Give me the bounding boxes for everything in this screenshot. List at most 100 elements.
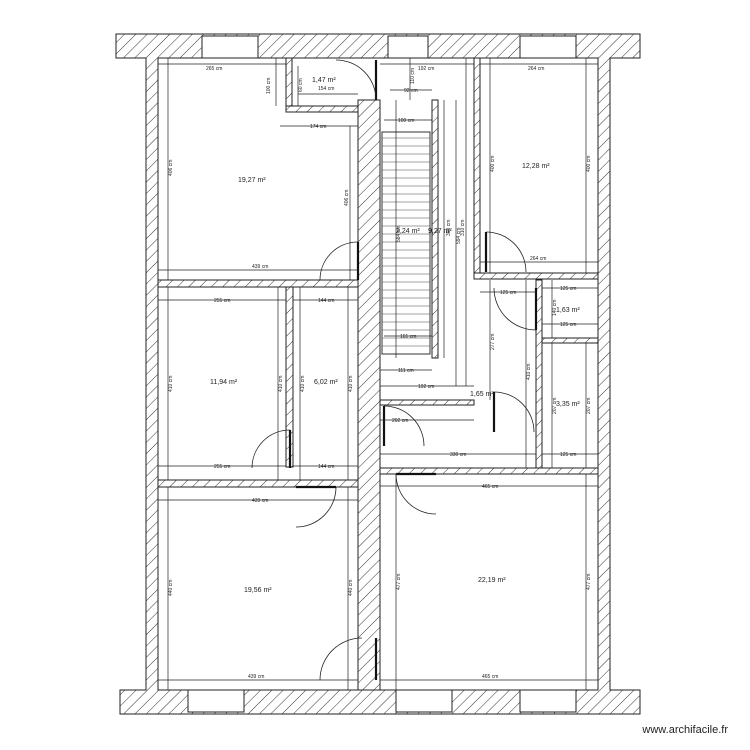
svg-text:100 cm: 100 cm <box>398 118 414 124</box>
svg-text:110 cm: 110 cm <box>410 68 416 84</box>
dim-v: 277 cm <box>489 280 496 400</box>
dim-h: 255 cm <box>158 298 286 304</box>
dim-v: 310 cm <box>460 58 467 386</box>
dim-v: 400 cm <box>489 58 496 273</box>
dim-v: 584 cm <box>395 100 402 358</box>
doors <box>251 59 538 681</box>
door-bedroom-right[interactable] <box>395 472 437 515</box>
dim-h: 144 cm <box>293 464 358 470</box>
svg-text:410 cm: 410 cm <box>348 376 354 392</box>
dim-v: 594 cm <box>455 100 462 386</box>
svg-text:410 cm: 410 cm <box>278 376 284 392</box>
dim-v: 410 cm <box>167 287 174 480</box>
area-room-top-right: 12,28 m² <box>522 163 550 170</box>
svg-text:310 cm: 310 cm <box>460 220 466 236</box>
stair-outline <box>381 131 431 355</box>
dim-h: 192 cm <box>380 384 474 390</box>
svg-text:125 cm: 125 cm <box>500 290 516 296</box>
door-bottom-double[interactable] <box>319 637 378 681</box>
wall-central <box>357 99 381 691</box>
dim-h: 125 cm <box>542 452 598 458</box>
area-room-mid-left: 11,94 m² <box>210 379 238 386</box>
svg-text:410 cm: 410 cm <box>300 376 306 392</box>
interior-walls <box>157 57 599 691</box>
svg-text:410 cm: 410 cm <box>168 376 174 392</box>
svg-text:439 cm: 439 cm <box>252 498 268 504</box>
dim-v: 207 cm <box>551 343 558 468</box>
dim-v: 477 cm <box>585 474 592 690</box>
svg-text:101 cm: 101 cm <box>400 334 416 340</box>
area-bedroom-bottom-left: 19,56 m² <box>244 587 272 594</box>
svg-text:154 cm: 154 cm <box>318 86 334 92</box>
svg-text:465 cm: 465 cm <box>482 484 498 490</box>
svg-text:410 cm: 410 cm <box>526 364 532 380</box>
dim-h: 465 cm <box>380 484 598 490</box>
svg-text:390 cm: 390 cm <box>446 220 452 236</box>
area-bedroom-top-left: 19,27 m² <box>238 177 266 184</box>
dim-h: 264 cm <box>480 256 598 263</box>
svg-text:477 cm: 477 cm <box>396 574 402 590</box>
dim-v: 60 cm <box>297 66 304 106</box>
door-wc-right[interactable] <box>493 287 538 331</box>
svg-text:465 cm: 465 cm <box>482 674 498 680</box>
dim-v: 207 cm <box>585 343 592 468</box>
wall-top-right-h <box>473 272 599 280</box>
dim-v: 410 cm <box>347 287 354 480</box>
svg-text:125 cm: 125 cm <box>560 452 576 458</box>
dim-v: 440 cm <box>347 487 354 690</box>
dim-h: 174 cm <box>280 124 358 130</box>
watermark[interactable]: www.archifacile.fr <box>642 724 728 736</box>
svg-text:60 cm: 60 cm <box>298 78 304 92</box>
svg-text:439 cm: 439 cm <box>248 674 264 680</box>
dim-v: 406 cm <box>167 58 174 280</box>
area-small-top: 1,47 m² <box>312 77 336 84</box>
area-landing: 1,65 m² <box>470 391 494 398</box>
window-bottom-left <box>187 689 245 713</box>
svg-text:277 cm: 277 cm <box>490 334 496 350</box>
window-top-right <box>519 35 577 59</box>
door-room1[interactable] <box>319 241 360 281</box>
dim-h: 202 cm <box>380 418 474 424</box>
wall-wc-h <box>541 337 599 344</box>
svg-text:330 cm: 330 cm <box>450 452 466 458</box>
svg-text:440 cm: 440 cm <box>168 580 174 596</box>
wall-landing-h <box>379 399 475 406</box>
svg-text:406 cm: 406 cm <box>344 190 350 206</box>
dim-h: 125 cm <box>542 286 598 292</box>
wall-bot-left-h <box>157 479 359 488</box>
dim-v: 410 cm <box>299 287 306 480</box>
door-room-left-mid[interactable] <box>251 429 292 469</box>
staircase <box>381 131 431 355</box>
dim-h: 92 cm <box>390 88 432 94</box>
wall-right-v <box>473 57 481 274</box>
dim-h: 265 cm <box>158 63 286 72</box>
dim-h: 192 cm <box>380 63 474 72</box>
area-sdb: 3,35 m² <box>556 401 580 408</box>
door-bedroom-left[interactable] <box>295 485 337 528</box>
svg-text:439 cm: 439 cm <box>252 264 268 270</box>
windows <box>187 35 577 713</box>
door-top-wc[interactable] <box>335 59 378 101</box>
area-stair: 9,27 m² <box>428 228 452 235</box>
door-bath[interactable] <box>382 405 425 447</box>
dim-v: 477 cm <box>395 474 402 690</box>
svg-text:92 cm: 92 cm <box>404 88 418 94</box>
dim-h: 125 cm <box>542 322 598 328</box>
exterior-walls <box>115 33 641 715</box>
door-sdb[interactable] <box>492 391 535 433</box>
dim-h: 144 cm <box>293 298 358 304</box>
wall-bot-right-h <box>379 467 599 475</box>
svg-text:202 cm: 202 cm <box>392 418 408 424</box>
svg-text:255 cm: 255 cm <box>214 298 230 304</box>
svg-text:140 cm: 140 cm <box>552 300 558 316</box>
door-room-right[interactable] <box>484 231 527 273</box>
dim-h: 111 cm <box>380 368 432 374</box>
dim-v: 410 cm <box>525 280 532 468</box>
dim-h: 264 cm <box>480 63 598 72</box>
svg-text:265 cm: 265 cm <box>206 66 222 72</box>
dim-h: 125 cm <box>480 290 536 296</box>
svg-text:125 cm: 125 cm <box>560 286 576 292</box>
svg-text:207 cm: 207 cm <box>552 398 558 414</box>
dim-h: 330 cm <box>380 452 536 458</box>
dimensions: 265 cm 154 cm 174 cm 192 cm 264 cm 100 c… <box>158 58 598 690</box>
